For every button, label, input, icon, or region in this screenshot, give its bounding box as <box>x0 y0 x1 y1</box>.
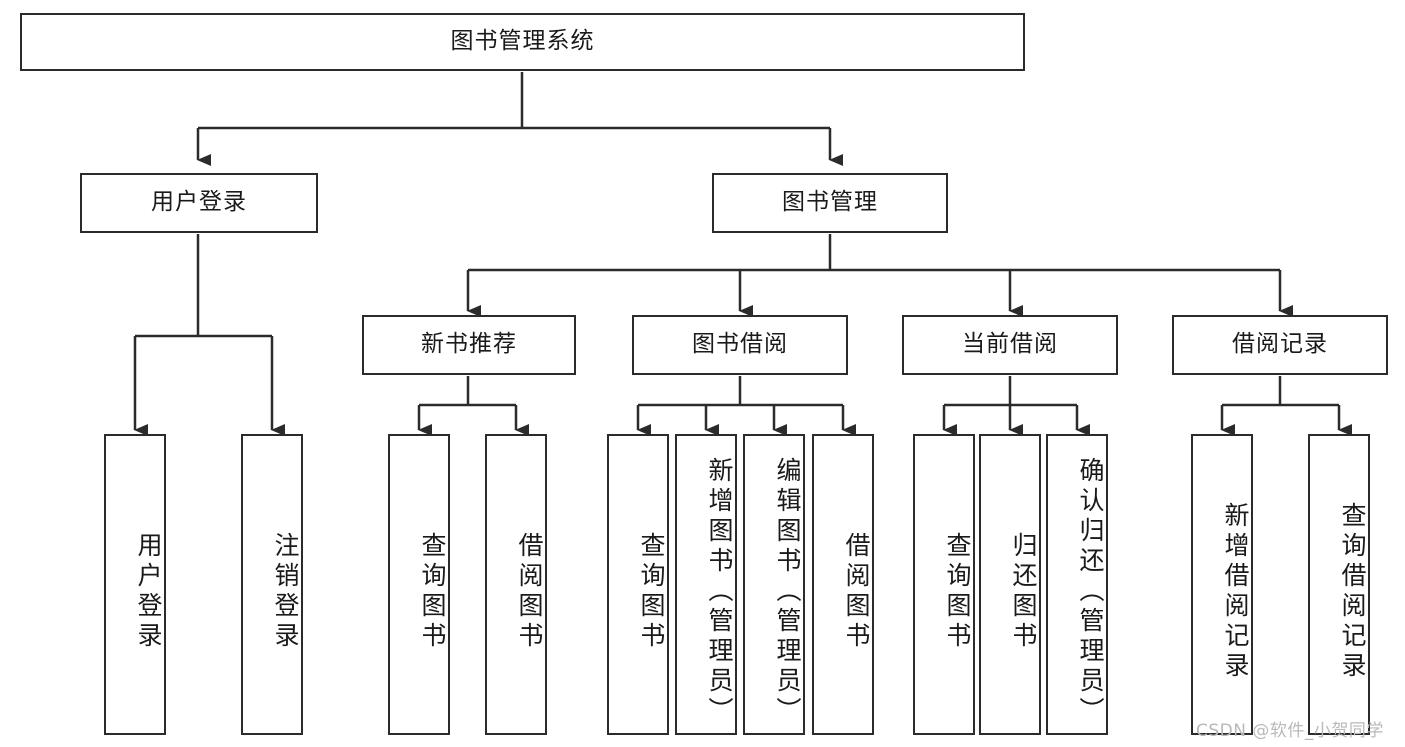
leaf-borrow-record-query-record[interactable]: 查询借阅记录 <box>1308 434 1370 735</box>
node-label: 当前借阅 <box>962 331 1058 358</box>
node-label: 借阅图书 <box>515 531 544 652</box>
node-label: 用户登录 <box>134 531 163 652</box>
node-label: 图书管理 <box>782 189 878 216</box>
leaf-current-borrow-query-book[interactable]: 查询图书 <box>913 434 975 735</box>
leaf-current-borrow-confirm-return-admin[interactable]: 确认归还（管理员） <box>1046 434 1108 735</box>
leaf-user-login-login[interactable]: 用户登录 <box>104 434 166 735</box>
leaf-book-borrow-edit-book-admin[interactable]: 编辑图书（管理员） <box>743 434 805 735</box>
node-label: 查询图书 <box>637 531 666 652</box>
leaf-new-book-query-book[interactable]: 查询图书 <box>388 434 450 735</box>
node-book-management[interactable]: 图书管理 <box>712 173 948 233</box>
node-borrow-record[interactable]: 借阅记录 <box>1172 315 1388 375</box>
node-label: 借阅记录 <box>1232 331 1328 358</box>
node-label: 新增借阅记录 <box>1221 501 1250 682</box>
node-label: 查询借阅记录 <box>1338 501 1367 682</box>
node-label: 编辑图书（管理员） <box>773 456 802 727</box>
node-label: 借阅图书 <box>842 531 871 652</box>
node-root-book-management-system[interactable]: 图书管理系统 <box>20 13 1025 71</box>
leaf-current-borrow-return-book[interactable]: 归还图书 <box>979 434 1041 735</box>
node-label: 注销登录 <box>271 531 300 652</box>
node-current-borrow[interactable]: 当前借阅 <box>902 315 1118 375</box>
node-label: 图书借阅 <box>692 331 788 358</box>
csdn-watermark: CSDN @软件_小贺同学 <box>1196 721 1384 741</box>
leaf-borrow-record-add-record[interactable]: 新增借阅记录 <box>1191 434 1253 735</box>
node-user-login[interactable]: 用户登录 <box>80 173 318 233</box>
leaf-user-login-logout[interactable]: 注销登录 <box>241 434 303 735</box>
leaf-new-book-borrow-book[interactable]: 借阅图书 <box>485 434 547 735</box>
leaf-book-borrow-borrow-book[interactable]: 借阅图书 <box>812 434 874 735</box>
node-label: 用户登录 <box>151 189 247 216</box>
node-book-borrow[interactable]: 图书借阅 <box>632 315 848 375</box>
node-label: 新书推荐 <box>421 331 517 358</box>
node-label: 新增图书（管理员） <box>705 456 734 727</box>
node-label: 确认归还（管理员） <box>1076 456 1105 727</box>
leaf-book-borrow-query-book[interactable]: 查询图书 <box>607 434 669 735</box>
node-label: 查询图书 <box>943 531 972 652</box>
leaf-book-borrow-add-book-admin[interactable]: 新增图书（管理员） <box>675 434 737 735</box>
node-label: 图书管理系统 <box>450 28 595 55</box>
node-new-book-recommend[interactable]: 新书推荐 <box>362 315 576 375</box>
node-label: 归还图书 <box>1009 531 1038 652</box>
node-label: 查询图书 <box>418 531 447 652</box>
